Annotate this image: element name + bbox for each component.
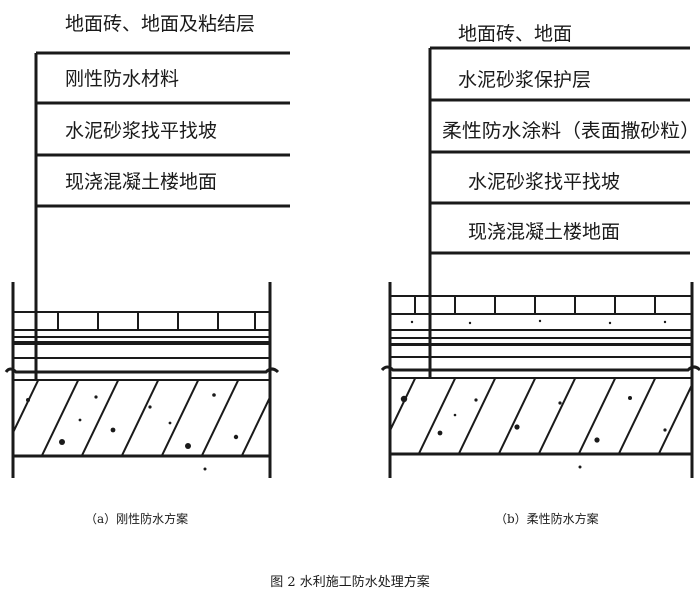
rigid-waterproof-band-a: [13, 341, 270, 345]
aggregate-dots-a: [26, 393, 239, 471]
aggregate-dots-b: [400, 395, 667, 469]
label-b-4: 水泥砂浆找平找坡: [468, 171, 620, 193]
figure-caption: 图 2 水利施工防水处理方案: [270, 574, 430, 590]
labels-a: 地面砖、地面及粘结层 刚性防水材料 水泥砂浆找平找坡 现浇混凝土楼地面 （a）刚…: [65, 13, 255, 526]
labels-b: 地面砖、地面 水泥砂浆保护层 柔性防水涂料（表面撒砂粒） 水泥砂浆找平找坡 现浇…: [442, 23, 700, 526]
caption-a: （a）刚性防水方案: [85, 511, 188, 526]
label-a-1: 地面砖、地面及粘结层: [65, 13, 255, 35]
mortar-dots-b: [410, 319, 667, 325]
label-a-4: 现浇混凝土楼地面: [65, 171, 217, 193]
tile-layer-b: [390, 295, 692, 315]
tile-layer-a: [13, 311, 270, 331]
slab-top-line-b: [380, 365, 700, 372]
diagram-a: [4, 51, 290, 478]
caption-b: （b）柔性防水方案: [495, 511, 599, 526]
label-b-5: 现浇混凝土楼地面: [468, 221, 620, 243]
label-b-1: 地面砖、地面: [458, 23, 572, 45]
label-a-3: 水泥砂浆找平找坡: [65, 120, 217, 142]
slab-top-line-a: [4, 367, 280, 374]
concrete-hatch-b: [390, 378, 692, 454]
concrete-hatch-a: [13, 380, 270, 456]
flexible-coating-band-b: [390, 343, 692, 346]
label-a-2: 刚性防水材料: [65, 68, 179, 90]
diagram-b: [380, 46, 700, 478]
label-b-2: 水泥砂浆保护层: [458, 69, 591, 91]
label-b-3: 柔性防水涂料（表面撒砂粒）: [442, 120, 700, 142]
